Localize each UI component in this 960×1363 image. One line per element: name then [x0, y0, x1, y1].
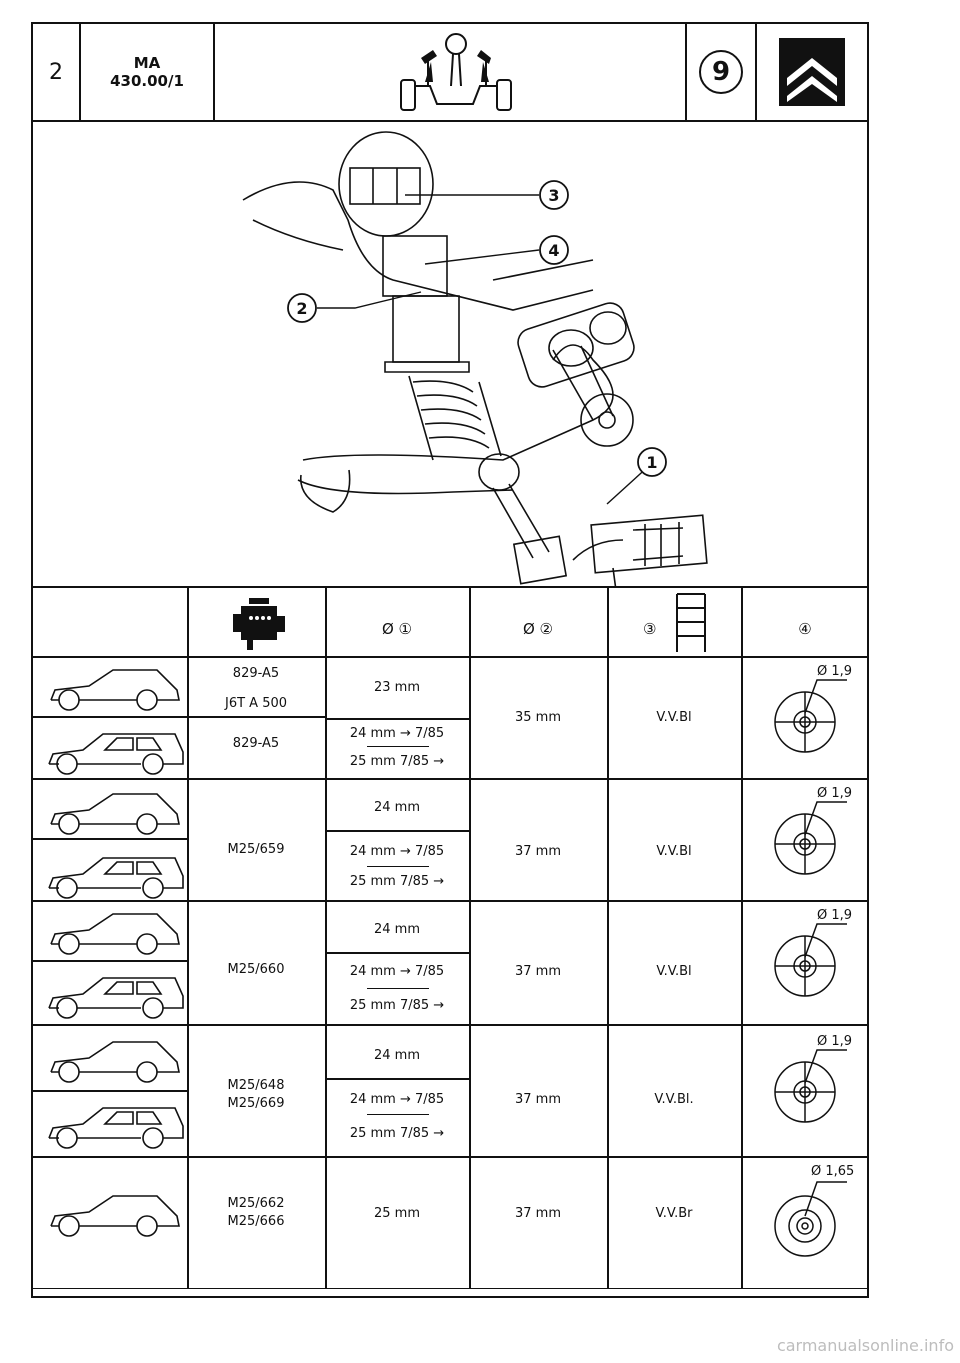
ladder-icon — [676, 593, 706, 652]
row3-col4: Ø 1,9 — [817, 786, 853, 801]
suspension-assembly-drawing: 3 4 2 1 — [242, 131, 708, 599]
header-strip: 2 MA 430.00/1 9 — [33, 24, 867, 122]
col-header-4: ④ — [798, 620, 812, 638]
hatchback-icon-1 — [50, 669, 180, 711]
front-axle-icon — [400, 33, 512, 111]
page-number: 2 — [33, 24, 81, 120]
row6-engine2: M25/666 — [227, 1214, 285, 1229]
engine-icon — [233, 598, 285, 650]
row3-d2: 37 mm — [514, 844, 561, 859]
ref-line-2: 430.00/1 — [110, 72, 184, 90]
nozzle-icon-2 — [774, 801, 848, 875]
citroen-logo — [757, 24, 869, 120]
row4-col4: Ø 1,9 — [817, 908, 853, 923]
row2-d1a: 24 mm → 7/85 — [349, 726, 445, 741]
row4-col3: V.V.Bl — [656, 964, 692, 979]
row5-d1b: 25 mm 7/85 → — [349, 1126, 445, 1141]
row6-engine: M25/662 — [227, 1196, 285, 1211]
row3-d1b: 25 mm 7/85 → — [349, 874, 445, 889]
row6-col3: V.V.Br — [655, 1206, 693, 1221]
row1-engine: 829-A5 — [232, 666, 280, 681]
row5-engine: M25/648 — [227, 1078, 285, 1093]
row2-d1b: 25 mm 7/85 → — [349, 754, 445, 769]
hatchback-icon-3 — [50, 913, 180, 955]
callout-1: 1 — [646, 453, 657, 472]
nozzle-icon-3 — [774, 923, 848, 997]
estate-icon-2 — [48, 857, 184, 899]
row2-engine: 829-A5 — [232, 736, 280, 751]
row5-engine2: M25/669 — [227, 1096, 285, 1111]
row1-engine2: J6T A 500 — [224, 696, 288, 711]
page-frame: 2 MA 430.00/1 9 — [31, 22, 869, 1298]
row4-d2: 37 mm — [514, 964, 561, 979]
nozzle-icon-5 — [774, 1181, 847, 1257]
row4-engine: M25/660 — [227, 962, 285, 977]
row1-col3: V.V.Bl — [656, 710, 692, 725]
vehicle-silhouettes — [48, 669, 184, 1237]
watermark: carmanualsonline.info — [776, 1336, 954, 1355]
section-number-circle: 9 — [699, 50, 743, 94]
row3-d1: 24 mm — [373, 800, 420, 815]
row5-col3: V.V.Bl. — [654, 1092, 694, 1107]
row3-engine: M25/659 — [227, 842, 285, 857]
row1-col4: Ø 1,9 — [817, 664, 853, 679]
row5-d2: 37 mm — [514, 1092, 561, 1107]
nozzle-icon-4 — [774, 1049, 848, 1123]
row1-d1: 23 mm — [373, 680, 420, 695]
section-number-text: 9 — [711, 57, 731, 87]
ref-line-1: MA — [133, 54, 161, 72]
row1-d2: 35 mm — [514, 710, 561, 725]
row4-d1: 24 mm — [373, 922, 420, 937]
row5-d1a: 24 mm → 7/85 — [349, 1092, 445, 1107]
row6-col4: Ø 1,65 — [811, 1164, 855, 1179]
manual-reference: MA 430.00/1 — [81, 24, 215, 120]
nozzle-diagrams — [774, 679, 848, 1257]
table-footer-row — [33, 1288, 867, 1296]
row6-d2: 37 mm — [514, 1206, 561, 1221]
nozzle-icon-1 — [774, 679, 848, 753]
row4-d1b: 25 mm 7/85 → — [349, 998, 445, 1013]
col-header-3: ③ — [643, 620, 657, 638]
suspension-diagram: 3 4 2 1 — [33, 120, 867, 599]
col-header-diam-1: Ø ① — [381, 620, 413, 638]
page-number-text: 2 — [49, 59, 63, 85]
callout-3: 3 — [548, 186, 559, 205]
callout-2: 2 — [296, 299, 307, 318]
row6-d1: 25 mm — [373, 1206, 420, 1221]
hatchback-icon-2 — [50, 793, 180, 835]
col-header-diam-2: Ø ② — [522, 620, 554, 638]
row3-col3: V.V.Bl — [656, 844, 692, 859]
row5-col4: Ø 1,9 — [817, 1034, 853, 1049]
callout-4: 4 — [548, 241, 559, 260]
section-badge: 9 — [687, 24, 757, 120]
estate-icon-1 — [48, 733, 184, 775]
row4-d1a: 24 mm → 7/85 — [349, 964, 445, 979]
hatchback-icon-5 — [50, 1195, 180, 1237]
axle-pictogram — [215, 24, 687, 120]
estate-icon-4 — [48, 1107, 184, 1149]
row5-d1: 24 mm — [373, 1048, 420, 1063]
double-chevron-icon — [779, 38, 845, 106]
hatchback-icon-4 — [50, 1041, 180, 1083]
estate-icon-3 — [48, 977, 184, 1019]
row3-d1a: 24 mm → 7/85 — [349, 844, 445, 859]
